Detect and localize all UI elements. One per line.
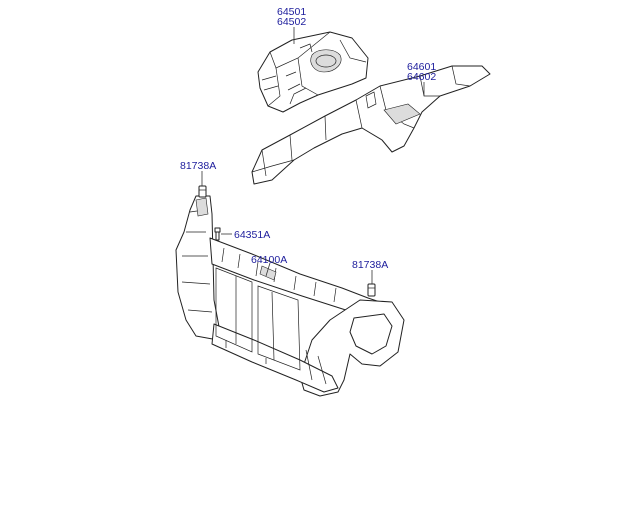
clip-right: [367, 283, 376, 297]
label-81738a-left: 81738A: [180, 160, 216, 172]
fender-apron-upper: [257, 31, 369, 113]
leader-carrier: [265, 262, 271, 277]
label-64601: 64601: [407, 61, 436, 73]
label-64502: 64502: [277, 16, 306, 28]
label-64501: 64501: [277, 6, 306, 18]
label-64351a: 64351A: [234, 229, 270, 241]
front-end-carrier: [175, 195, 405, 397]
label-64100a: 64100A: [251, 254, 287, 266]
clip-left: [198, 185, 207, 198]
label-64602: 64602: [407, 71, 436, 83]
label-81738a-right: 81738A: [352, 259, 388, 271]
front-side-member: [251, 65, 491, 185]
bolt: [214, 227, 221, 241]
